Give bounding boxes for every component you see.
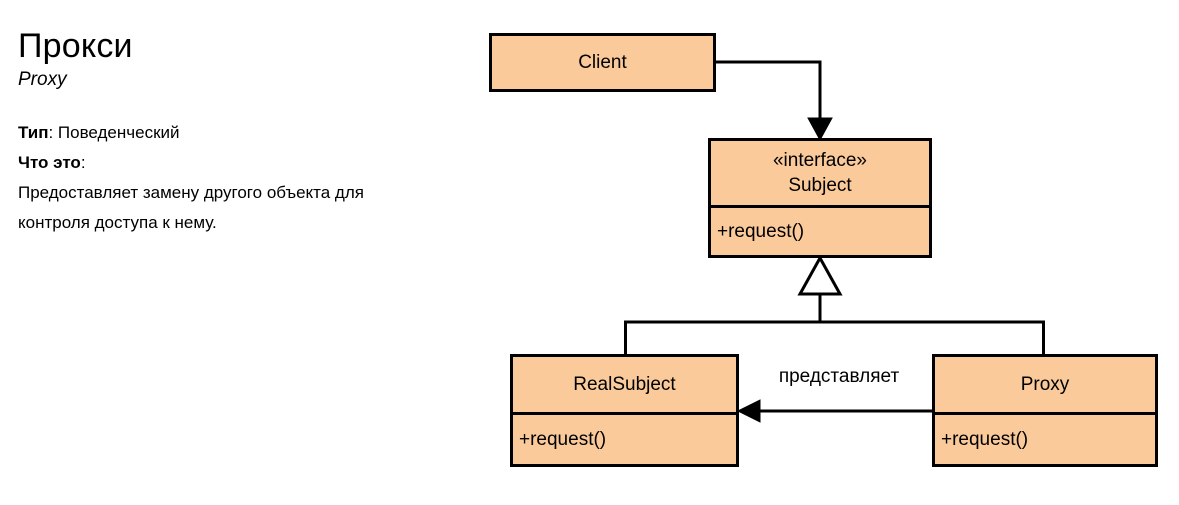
connector-generalization-to-subject [624, 254, 1045, 354]
pattern-what-separator: : [80, 153, 86, 172]
uml-class-proxy-name: Proxy [1020, 374, 1070, 395]
uml-class-client[interactable]: Client [489, 33, 716, 92]
uml-class-subject[interactable]: «interface» Subject +request() [708, 138, 932, 258]
association-label-predstavlyaet: представляет [754, 365, 924, 389]
uml-class-realsubject-header: RealSubject [513, 357, 736, 412]
uml-operation: +request() [717, 220, 805, 242]
pattern-what-label: Что это [18, 153, 81, 172]
uml-class-subject-stereotype: «interface» [772, 150, 867, 171]
pattern-type-row: Тип: Поведенческий [18, 118, 418, 148]
filled-arrowhead-icon [736, 399, 761, 423]
pattern-subtitle: Proxy [18, 69, 67, 90]
pattern-info-panel: Прокси Proxy Тип: Поведенческий Что это:… [18, 26, 418, 238]
connector-client-to-subject [716, 60, 833, 142]
pattern-description: Предоставляет замену другого объекта для… [18, 183, 364, 232]
uml-class-realsubject-operations: +request() [513, 412, 736, 464]
uml-class-subject-header: «interface» Subject [711, 141, 929, 205]
uml-class-client-name: Client [578, 52, 627, 73]
uml-class-proxy-operations: +request() [935, 412, 1155, 464]
pattern-type-separator: : [48, 123, 58, 142]
uml-class-client-header: Client [492, 36, 713, 89]
filled-arrowhead-icon [807, 117, 833, 142]
uml-class-proxy-header: Proxy [935, 357, 1155, 412]
uml-class-subject-name: Subject [788, 175, 852, 196]
uml-class-proxy[interactable]: Proxy +request() [932, 354, 1158, 467]
connector-proxy-to-realsubject [736, 399, 932, 423]
uml-operation: +request() [941, 428, 1029, 450]
uml-class-subject-operations: +request() [711, 205, 929, 255]
hollow-triangle-icon [797, 254, 843, 296]
uml-operation: +request() [519, 428, 607, 450]
page-title: Прокси [18, 27, 133, 65]
uml-class-realsubject[interactable]: RealSubject +request() [510, 354, 739, 467]
uml-class-realsubject-name: RealSubject [573, 374, 676, 395]
pattern-meta: Тип: Поведенческий Что это: Предоставляе… [18, 118, 418, 238]
pattern-type-label: Тип [18, 123, 49, 142]
pattern-type-value: Поведенческий [57, 123, 180, 142]
pattern-what-row: Что это: [18, 148, 418, 178]
